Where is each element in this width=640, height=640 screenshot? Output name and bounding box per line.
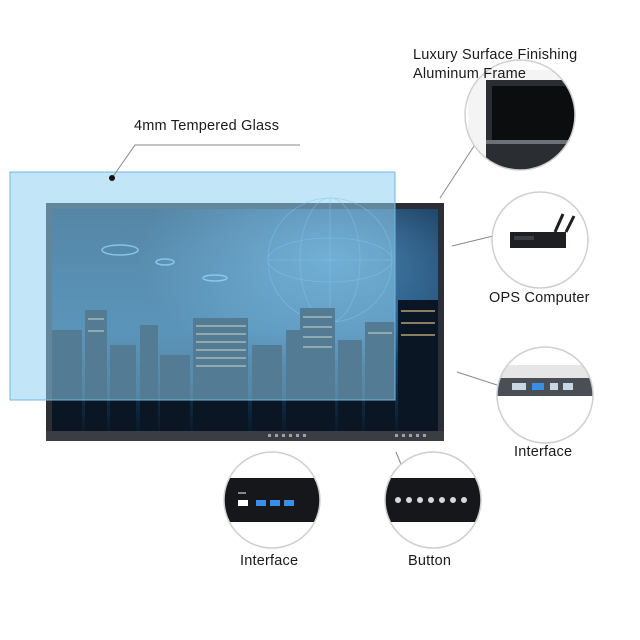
bezel-ports <box>268 434 426 437</box>
frame-detail-callout <box>464 59 576 171</box>
ops-label: OPS Computer <box>489 290 590 306</box>
side-interface-callout <box>496 346 594 444</box>
glass-pointer-dot <box>109 175 115 181</box>
button-label: Button <box>408 553 452 569</box>
button-panel-callout <box>384 451 482 549</box>
frame-label-line1: Luxury Surface Finishing <box>413 47 578 63</box>
frame-label-line2: Aluminum Frame <box>413 66 527 82</box>
front-interface-callout <box>223 451 321 549</box>
interface-right-label: Interface <box>514 444 573 460</box>
ops-detail-callout <box>491 191 589 289</box>
interface-bottom-label: Interface <box>240 553 299 569</box>
tempered-glass-layer <box>9 171 396 401</box>
glass-label: 4mm Tempered Glass <box>134 118 280 134</box>
